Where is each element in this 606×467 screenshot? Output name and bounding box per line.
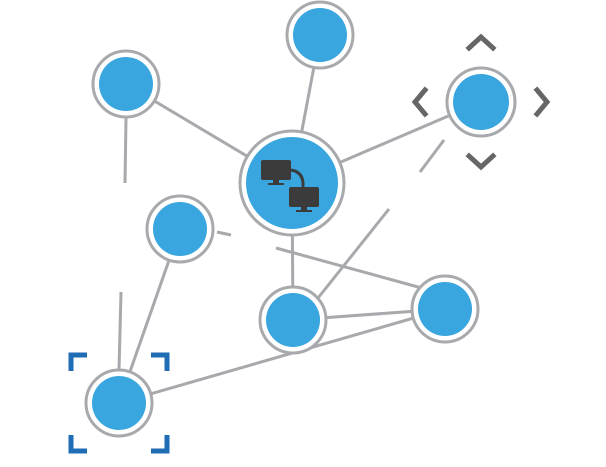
move-arrows[interactable]: [411, 33, 551, 171]
node-fill: [153, 202, 207, 256]
node-fill: [92, 376, 146, 430]
bracket-top-right-icon: [151, 352, 170, 371]
partial-edge: [117, 291, 123, 371]
partial-edge: [418, 139, 446, 173]
node-fill: [99, 57, 153, 111]
arrow-up-icon[interactable]: [465, 33, 497, 52]
network-computers-icon: [261, 160, 319, 212]
node-hub[interactable]: [238, 129, 346, 237]
nodes: [84, 0, 517, 438]
partial-edge: [316, 208, 391, 299]
bracket-bottom-right-icon: [151, 435, 170, 454]
arrow-right-icon[interactable]: [533, 86, 551, 118]
node-lower-right[interactable]: [410, 274, 480, 344]
partial-edges: [117, 117, 446, 371]
node-mid-left[interactable]: [145, 194, 215, 264]
bracket-top-left-icon: [68, 352, 87, 371]
arrow-left-icon[interactable]: [411, 86, 429, 118]
node-fill: [418, 282, 472, 336]
node-right-controlled[interactable]: [445, 66, 517, 138]
node-fill: [453, 74, 509, 130]
edge-lower-right-bottom-left: [118, 307, 446, 405]
node-fill: [246, 137, 338, 229]
partial-edge: [123, 117, 128, 184]
partial-edge: [216, 230, 232, 237]
node-fill: [293, 8, 347, 62]
node-top[interactable]: [285, 0, 355, 70]
partial-edge: [275, 246, 430, 292]
node-top-left[interactable]: [91, 49, 161, 119]
bracket-bottom-left-icon: [68, 435, 87, 454]
node-lower-center[interactable]: [258, 285, 328, 355]
node-bottom-left[interactable]: [84, 368, 154, 438]
node-fill: [266, 293, 320, 347]
selection-brackets[interactable]: [68, 352, 170, 454]
overlays: [68, 33, 551, 454]
arrow-down-icon[interactable]: [465, 152, 497, 171]
